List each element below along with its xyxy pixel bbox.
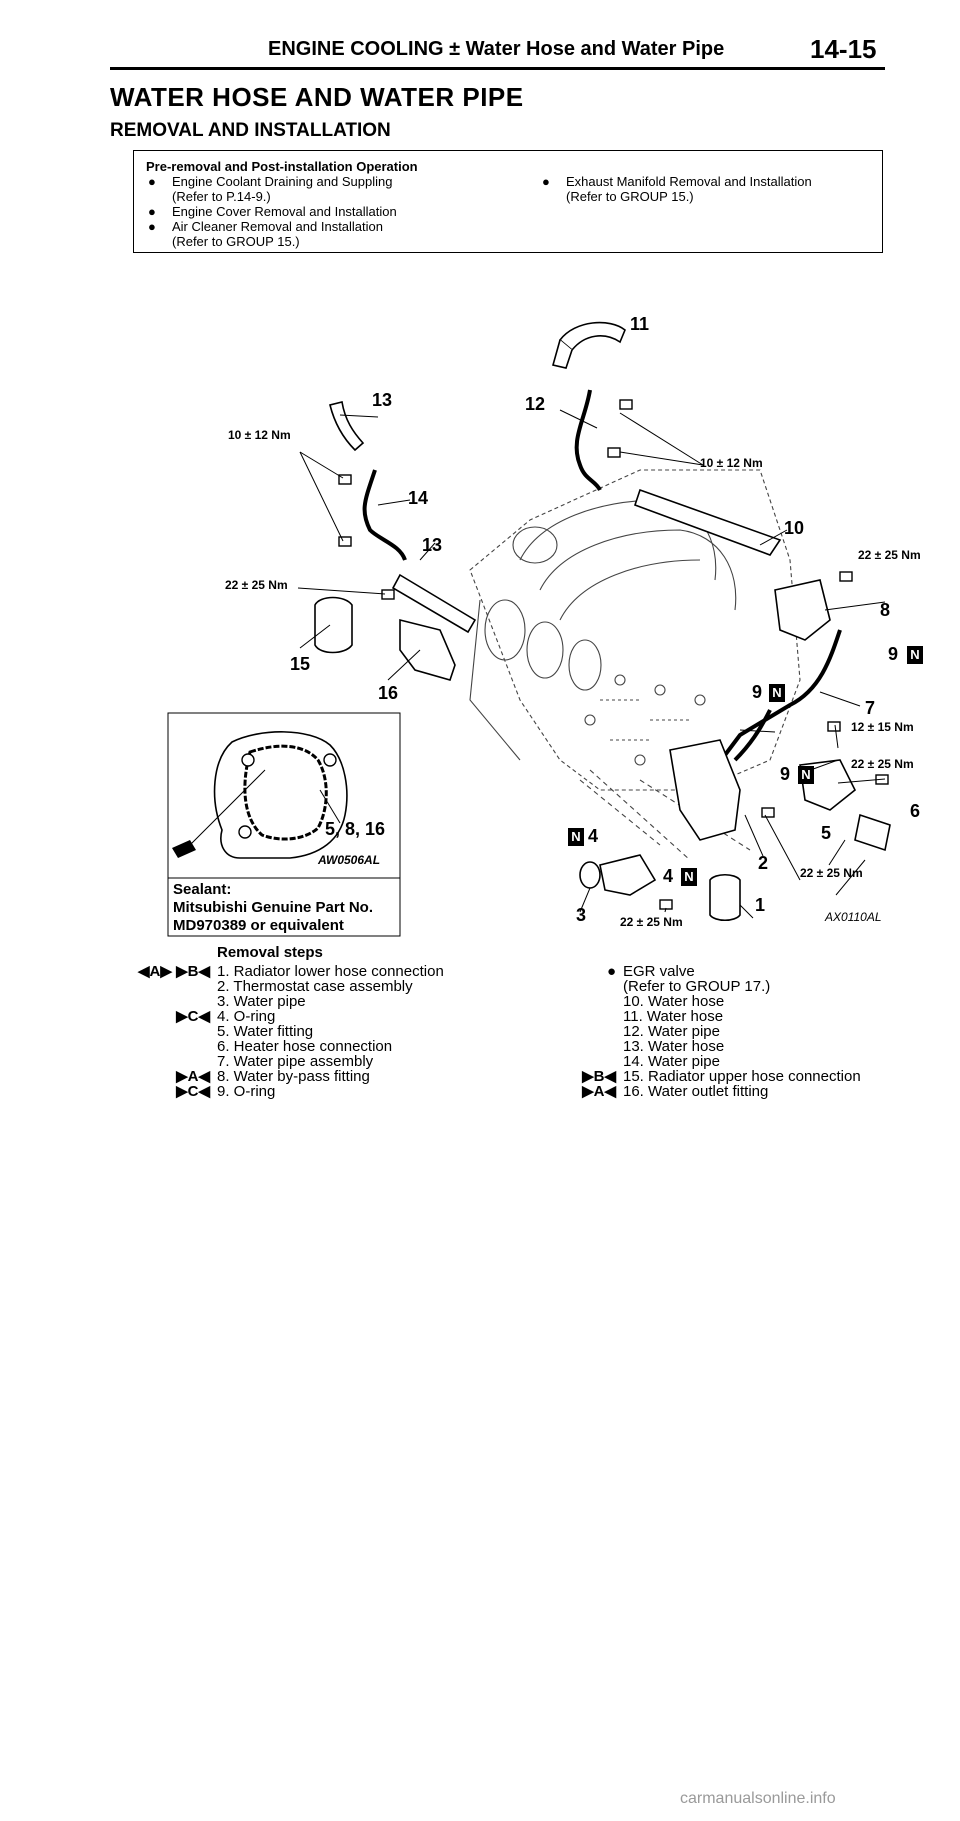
removal-step: 3. Water pipe <box>217 993 306 1010</box>
pre-removal-title: Pre-removal and Post-installation Operat… <box>146 159 418 174</box>
removal-step: 7. Water pipe assembly <box>217 1053 374 1070</box>
removal-step: 2. Thermostat case assembly <box>217 978 413 995</box>
pre-removal-item: ● Engine Cover Removal and Installation <box>148 204 397 219</box>
section-title: WATER HOSE AND WATER PIPE <box>110 82 524 112</box>
right-step-marks: ▶B◀ ▶A◀ <box>582 1068 616 1100</box>
engine-block <box>469 469 801 861</box>
sealant-inset <box>167 712 401 937</box>
removal-step: 6. Heater hose connection <box>217 1038 393 1055</box>
removal-step: 8. Water by-pass fitting <box>217 1068 370 1085</box>
removal-step: 12. Water pipe <box>623 1023 720 1040</box>
pre-removal-item: ● Exhaust Manifold Removal and Installat… <box>542 174 812 204</box>
hoses-and-pipes <box>314 321 891 922</box>
removal-step: 14. Water pipe <box>623 1053 720 1070</box>
bullet-icon: ● <box>148 204 156 219</box>
removal-step: 15. Radiator upper hose connection <box>623 1068 861 1085</box>
header-rule <box>110 67 885 70</box>
removal-step: 10. Water hose <box>623 993 725 1010</box>
removal-step: 9. O-ring <box>217 1083 276 1100</box>
page-number: 14-15 <box>810 34 877 64</box>
removal-step: 11. Water hose <box>623 1008 724 1025</box>
removal-steps-title: Removal steps <box>217 944 323 961</box>
left-step-marks: ◀A▶ ▶B◀ ▶C◀ ▶A◀ ▶C◀ <box>138 963 210 1100</box>
removal-steps-right: ●EGR valve (Refer to GROUP 17.) 10. Wate… <box>607 963 861 1100</box>
bullet-icon: ● <box>148 174 156 189</box>
pre-removal-item: ● Air Cleaner Removal and Installation (… <box>148 219 383 249</box>
pre-removal-item: ● Engine Coolant Draining and Suppling (… <box>148 174 393 204</box>
removal-step: 16. Water outlet fitting <box>623 1083 769 1100</box>
leader-lines <box>297 409 886 919</box>
exploded-diagram <box>167 321 891 937</box>
removal-step: 5. Water fitting <box>217 1023 314 1040</box>
subsection-title: REMOVAL AND INSTALLATION <box>110 120 391 141</box>
pre-removal-col2: ● Exhaust Manifold Removal and Installat… <box>542 174 812 204</box>
removal-steps-left: 1. Radiator lower hose connection 2. The… <box>217 964 444 1099</box>
bullet-icon: ● <box>148 219 156 234</box>
bullet-icon: ● <box>607 963 617 980</box>
removal-step: ●EGR valve <box>607 963 695 980</box>
removal-step: 1. Radiator lower hose connection <box>217 963 444 980</box>
header-title: ENGINE COOLING ± Water Hose and Water Pi… <box>268 38 725 60</box>
removal-step: (Refer to GROUP 17.) <box>623 978 771 995</box>
footer-watermark[interactable]: carmanualsonline.info <box>680 1790 836 1807</box>
removal-step: 4. O-ring <box>217 1008 276 1025</box>
removal-step: 13. Water hose <box>623 1038 725 1055</box>
bullet-icon: ● <box>542 174 550 189</box>
pre-removal-col1: ● Engine Coolant Draining and Suppling (… <box>148 174 397 249</box>
pre-removal-box: Pre-removal and Post-installation Operat… <box>133 150 883 253</box>
